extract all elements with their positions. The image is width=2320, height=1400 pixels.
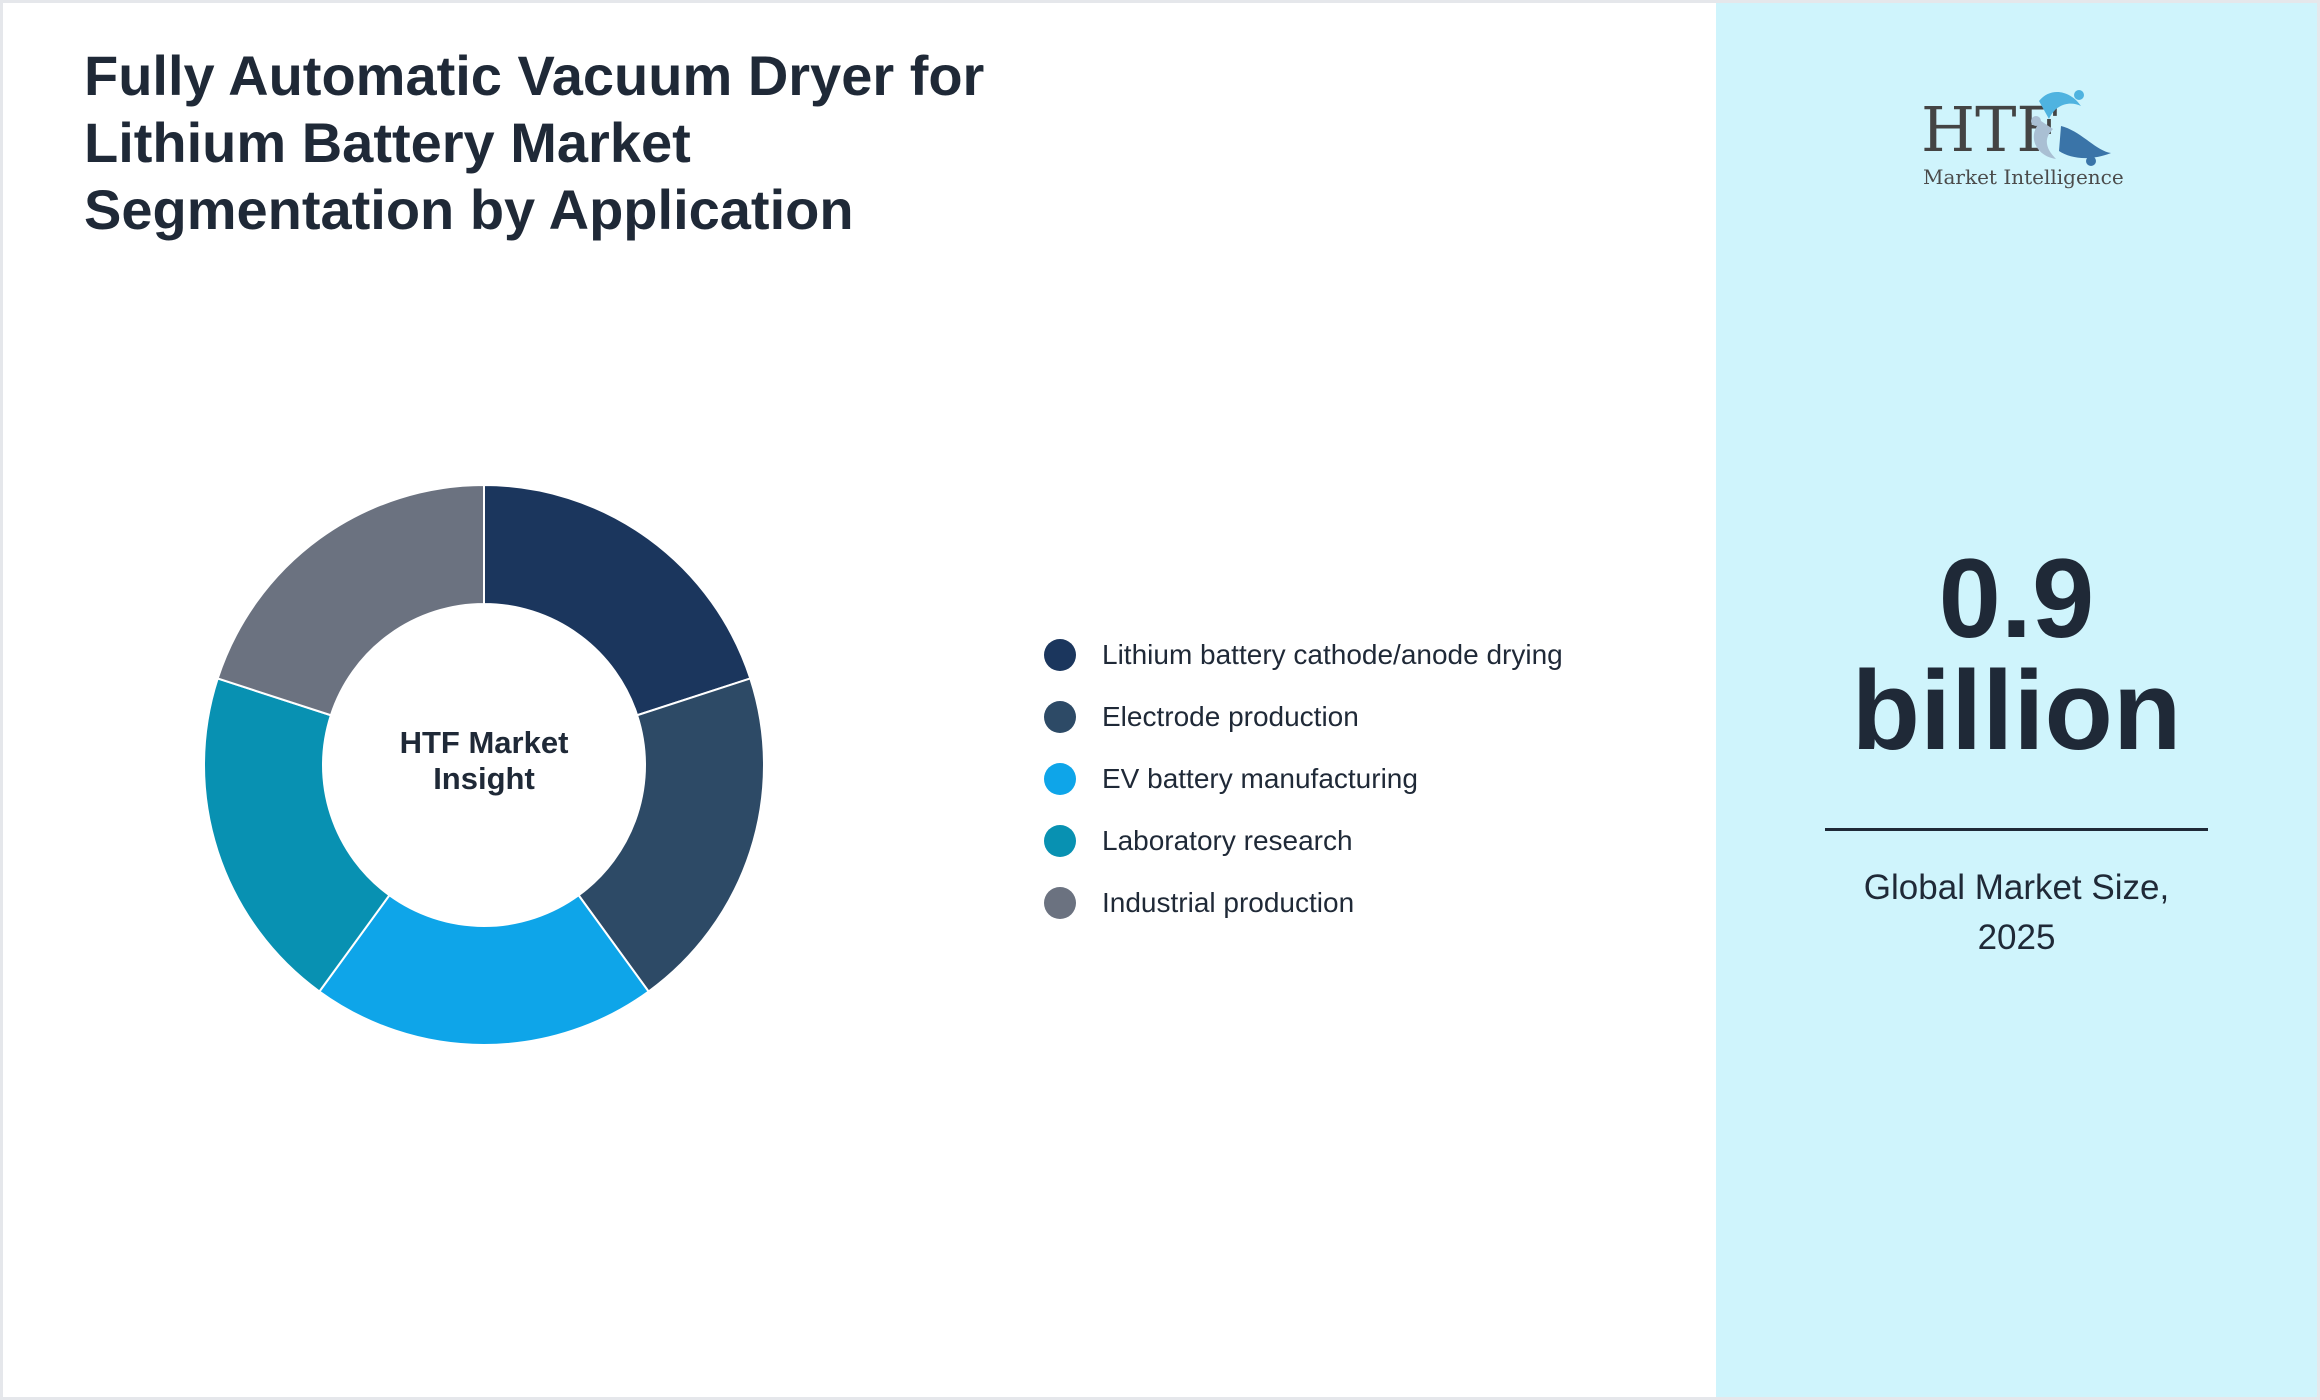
legend-swatch-icon: [1044, 887, 1076, 919]
title-line-2: Lithium Battery Market: [84, 111, 691, 174]
center-label-line-1: HTF Market: [399, 725, 569, 760]
legend-swatch-icon: [1044, 701, 1076, 733]
page-title: Fully Automatic Vacuum Dryer for Lithium…: [84, 42, 1044, 243]
legend-item: Laboratory research: [1044, 810, 1563, 872]
logo-graphic-icon: HTF: [1921, 90, 2111, 166]
donut-slice-1: [483, 483, 752, 717]
legend-item: EV battery manufacturing: [1044, 748, 1563, 810]
market-size-caption: Global Market Size, 2025: [1716, 863, 2317, 963]
legend-label: Laboratory research: [1102, 825, 1353, 856]
donut-slice-3: [318, 893, 650, 1047]
market-size-unit: billion: [1851, 648, 2182, 773]
market-size-value: 0.9: [1938, 536, 2095, 661]
legend-label: Lithium battery cathode/anode drying: [1102, 639, 1563, 670]
legend-label: Industrial production: [1102, 887, 1355, 918]
legend-swatch-icon: [1044, 763, 1076, 795]
legend-item: Industrial production: [1044, 872, 1563, 934]
market-size-panel: HTF Market Intelligence 0.9 billion Glob…: [1716, 3, 2317, 1397]
legend-swatch-icon: [1044, 639, 1076, 671]
legend-label: EV battery manufacturing: [1102, 763, 1418, 794]
donut-chart: [203, 483, 765, 1047]
logo-subtitle: Market Intelligence: [1923, 165, 2124, 189]
donut-slice-2: [577, 677, 765, 993]
caption-line-2: 2025: [1977, 918, 2056, 957]
title-line-1: Fully Automatic Vacuum Dryer for: [84, 44, 985, 107]
center-label-line-2: Insight: [433, 761, 535, 796]
htf-logo: HTF Market Intelligence: [1921, 81, 2124, 191]
divider: [1825, 828, 2208, 831]
donut-center-label: HTF Market Insight: [334, 725, 634, 797]
caption-line-1: Global Market Size,: [1863, 868, 2170, 907]
legend-item: Lithium battery cathode/anode drying: [1044, 624, 1563, 686]
donut-slice-4: [203, 677, 391, 993]
legend-label: Electrode production: [1102, 701, 1359, 732]
legend-swatch-icon: [1044, 825, 1076, 857]
title-line-3: Segmentation by Application: [84, 178, 854, 241]
donut-slice-5: [216, 483, 485, 717]
legend-item: Electrode production: [1044, 686, 1563, 748]
